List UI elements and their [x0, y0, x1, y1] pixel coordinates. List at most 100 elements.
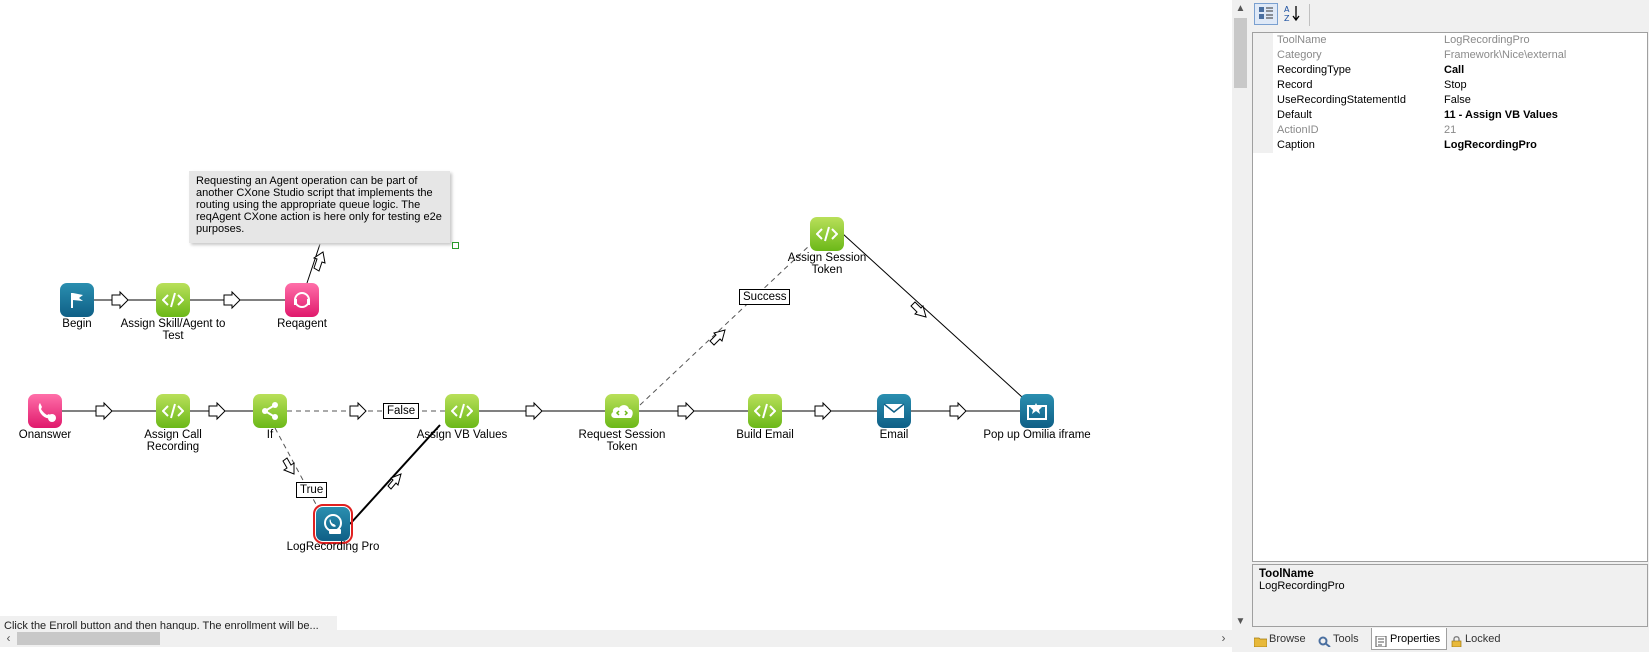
- property-value[interactable]: LogRecordingPro: [1444, 34, 1530, 46]
- annotation-note[interactable]: Requesting an Agent operation can be par…: [189, 171, 450, 243]
- phone-icon: [34, 400, 56, 422]
- email-node[interactable]: [877, 394, 911, 428]
- arrow-glyph: [949, 401, 967, 421]
- panel-tabs: Browse Tools Properties Locked: [1249, 628, 1649, 652]
- property-name: Category: [1277, 49, 1322, 61]
- headset-icon: [291, 289, 313, 311]
- node-label-logrecording-pro: LogRecording Pro: [286, 541, 380, 553]
- code-icon: [816, 226, 838, 242]
- description-title: ToolName: [1259, 568, 1314, 580]
- envelope-icon: [883, 403, 905, 419]
- tab-label: Locked: [1465, 633, 1501, 645]
- description-text: LogRecordingPro: [1259, 580, 1345, 592]
- branch-label-true[interactable]: True: [296, 482, 328, 498]
- vertical-scroll-thumb[interactable]: [1234, 18, 1247, 88]
- horizontal-scroll-thumb[interactable]: [17, 632, 160, 645]
- scroll-down-icon[interactable]: ▼: [1235, 616, 1246, 627]
- connector-logrecording-assignvb[interactable]: [349, 424, 441, 525]
- node-label-assign-session-token: Assign Session Token: [787, 252, 867, 276]
- node-label-request-session-token: Request Session Token: [578, 429, 666, 453]
- arrow-glyph: [387, 473, 402, 490]
- toolbar-separator: [1309, 4, 1310, 26]
- property-value[interactable]: Stop: [1444, 79, 1467, 91]
- property-name: Default: [1277, 109, 1312, 121]
- property-value[interactable]: 11 - Assign VB Values: [1444, 109, 1558, 121]
- tab-properties[interactable]: Properties: [1371, 628, 1447, 650]
- property-value[interactable]: Framework\Nice\external: [1444, 49, 1567, 61]
- arrow-glyph: [312, 251, 326, 272]
- categorized-button[interactable]: [1254, 3, 1278, 25]
- property-row-actionid[interactable]: ActionID 21: [1253, 123, 1647, 138]
- svg-text:Z: Z: [1284, 14, 1290, 22]
- vertical-scrollbar[interactable]: ▲ ▼: [1232, 0, 1249, 630]
- arrow-glyph: [910, 301, 927, 318]
- arrow-glyph: [111, 290, 129, 310]
- property-row-userecordingstatementid[interactable]: UseRecordingStatementId False: [1253, 93, 1647, 108]
- scroll-left-icon[interactable]: ‹: [6, 631, 11, 645]
- arrow-glyph: [814, 401, 832, 421]
- note-resize-handle[interactable]: [452, 242, 459, 249]
- cloud-code-icon: [609, 401, 635, 421]
- assign-vb-values-node[interactable]: [445, 394, 479, 428]
- code-icon: [754, 403, 776, 419]
- flag-icon: [67, 290, 87, 310]
- if-node[interactable]: [253, 394, 287, 428]
- node-label-begin: Begin: [62, 318, 92, 330]
- arrow-glyph: [223, 290, 241, 310]
- property-value[interactable]: 21: [1444, 124, 1457, 136]
- arrow-glyph: [208, 401, 226, 421]
- logrecording-pro-node[interactable]: [313, 504, 353, 544]
- scroll-right-icon[interactable]: ›: [1221, 631, 1226, 645]
- canvas-status-text: Click the Enroll button and then hangup.…: [0, 616, 337, 630]
- node-label-assign-call-recording: Assign Call Recording: [144, 429, 202, 453]
- property-row-default[interactable]: Default 11 - Assign VB Values: [1253, 108, 1647, 123]
- branch-label-success[interactable]: Success: [739, 289, 791, 305]
- assign-session-token-node[interactable]: [810, 217, 844, 251]
- property-value[interactable]: Call: [1444, 64, 1465, 76]
- property-value[interactable]: LogRecordingPro: [1444, 139, 1537, 151]
- property-name: ActionID: [1277, 124, 1319, 136]
- property-name: Caption: [1277, 139, 1315, 151]
- property-value[interactable]: False: [1444, 94, 1471, 106]
- property-row-toolname[interactable]: ToolName LogRecordingPro: [1253, 33, 1647, 48]
- property-row-category[interactable]: Category Framework\Nice\external: [1253, 48, 1647, 63]
- popup-omilia-node[interactable]: [1020, 394, 1054, 428]
- build-email-node[interactable]: [748, 394, 782, 428]
- property-row-caption[interactable]: Caption LogRecordingPro: [1253, 138, 1647, 153]
- recording-icon: [321, 512, 345, 536]
- assign-call-recording-node[interactable]: [156, 394, 190, 428]
- node-label-if: If: [266, 429, 274, 441]
- request-session-token-node[interactable]: [605, 394, 639, 428]
- property-name: ToolName: [1277, 34, 1327, 46]
- property-description: ToolName LogRecordingPro: [1252, 564, 1648, 627]
- branch-label-false[interactable]: False: [383, 403, 420, 419]
- tab-label: Browse: [1269, 633, 1306, 645]
- scroll-up-icon[interactable]: ▲: [1235, 3, 1246, 14]
- folder-icon: [1253, 633, 1268, 648]
- tab-tools[interactable]: Tools: [1315, 628, 1371, 650]
- node-label-assign-skill: Assign Skill/Agent to Test: [120, 318, 226, 342]
- property-name: UseRecordingStatementId: [1277, 94, 1407, 106]
- tab-browse[interactable]: Browse: [1251, 628, 1315, 650]
- node-label-build-email: Build Email: [736, 429, 794, 441]
- arrow-glyph: [282, 457, 295, 475]
- assign-skill-node[interactable]: [156, 283, 190, 317]
- script-canvas[interactable]: Requesting an Agent operation can be par…: [0, 0, 1232, 630]
- horizontal-scrollbar[interactable]: ‹ ›: [0, 630, 1232, 647]
- popup-icon: [1026, 401, 1048, 421]
- tab-locked[interactable]: Locked: [1447, 628, 1511, 650]
- connector-assignsession-popup[interactable]: [842, 233, 1023, 398]
- branch-icon: [259, 400, 281, 422]
- reqagent-node[interactable]: [285, 283, 319, 317]
- property-name: Record: [1277, 79, 1313, 91]
- onanswer-node[interactable]: [28, 394, 62, 428]
- begin-node[interactable]: [60, 283, 94, 317]
- property-row-record[interactable]: Record Stop: [1253, 78, 1647, 93]
- connector-request-success[interactable]: [639, 244, 811, 406]
